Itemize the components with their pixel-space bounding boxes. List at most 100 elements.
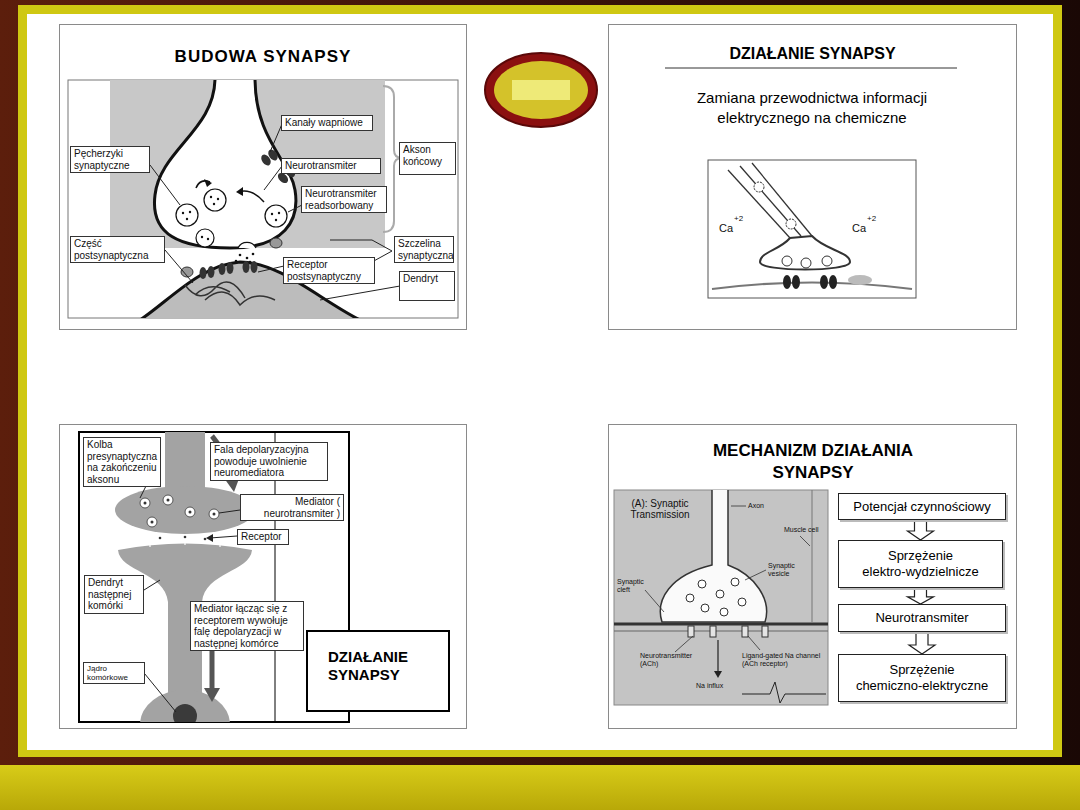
synaptic-transmission-art (686, 578, 746, 616)
synapse-neuron-art (144, 502, 147, 505)
synaptic-transmission-art (742, 626, 748, 637)
synapse-neuron-art (206, 534, 213, 542)
synapse-neuron-art (151, 521, 154, 524)
synapse-structure-art (68, 78, 458, 320)
synapse-action-art (754, 182, 832, 268)
synapse-neuron-art (184, 536, 187, 539)
synapse-action-art (782, 256, 792, 266)
synapse-structure-art (219, 263, 226, 275)
label-box: Dendryt następnej komórki (84, 575, 144, 614)
process-text: Sprzężenie chemiczno-elektryczne (843, 662, 1001, 693)
slide-background (18, 5, 1062, 757)
synapse-structure-art (320, 286, 400, 300)
synapse-neuron-art (60, 425, 467, 729)
synapse-structure-art (238, 242, 256, 248)
panel-title: DZIAŁANIE SYNAPSY (608, 44, 1017, 63)
synaptic-transmission-art (645, 590, 664, 612)
synapse-neuron-art (209, 509, 219, 519)
figure-label: Neurotransmitter (ACh) (640, 652, 702, 667)
synapse-neuron-art (144, 580, 160, 590)
synapse-neuron-art (217, 540, 223, 547)
synapse-structure-art (176, 204, 198, 226)
label-text: Receptor (241, 531, 285, 543)
figure-label: +2 (867, 215, 876, 224)
synapse-neuron-art (144, 499, 216, 541)
synaptic-transmission-art (717, 640, 718, 672)
figure-label: Synaptic vesicle (768, 562, 804, 577)
synapse-structure-art (258, 266, 284, 272)
synapse-structure-art (251, 261, 258, 273)
slide-panel: BUDOWA SYNAPSYKanały wapniowePęcherzyki … (59, 24, 467, 330)
label-text: Receptor postsynaptyczny (287, 259, 371, 282)
synapse-neuron-art (140, 668, 176, 712)
figure-label: (A): Synaptic Transmission (618, 498, 702, 520)
synapse-structure-art (227, 262, 234, 274)
synapse-neuron-art (147, 517, 157, 527)
label-box: Mediator łącząc się z receptorem wywołuj… (190, 601, 304, 651)
synapse-action-art (712, 283, 912, 290)
label-text: Neurotransmiter readsorbowany (305, 188, 383, 211)
synapse-structure-art (278, 212, 280, 214)
label-box: Część postsynaptyczna (70, 236, 165, 263)
synapse-neuron-art (165, 432, 205, 490)
synapse-action-art (848, 275, 872, 285)
synapse-structure-art (110, 80, 385, 318)
label-text: Dendryt (403, 273, 451, 285)
synapse-neuron-art (147, 540, 153, 547)
label-box: Receptor postsynaptyczny (283, 257, 375, 284)
synapse-structure-art (266, 148, 279, 162)
synapse-structure-art (246, 257, 249, 260)
panel-subtitle: Zamiana przewodnictwa informacji elektry… (662, 88, 962, 128)
synapse-action-art (783, 275, 837, 289)
synapse-neuron-art (167, 499, 170, 502)
synapse-neuron-art (140, 498, 150, 508)
synapse-structure-art (207, 238, 209, 240)
synapse-action-art (783, 275, 791, 289)
synapse-structure-art (186, 218, 188, 220)
word: czynnościowy (910, 499, 990, 514)
figure-label: Ca (852, 222, 866, 234)
synapse-structure-art (185, 282, 275, 305)
synapse-neuron-art (163, 495, 173, 505)
synapse-structure-art (150, 124, 400, 300)
synaptic-transmission-art (745, 570, 766, 580)
figure-label: Muscle cell (784, 526, 819, 534)
synaptic-transmission-art (614, 488, 828, 705)
synapse-structure-art (288, 205, 302, 212)
word: Sprzężenie (889, 662, 954, 677)
word: Potencjał (853, 499, 906, 514)
synapse-neuron-art (204, 538, 207, 541)
center-badge (485, 53, 597, 127)
synapse-structure-art (252, 253, 255, 256)
synapse-action-art (801, 258, 811, 268)
synapse-structure-art (204, 189, 226, 211)
synapse-neuron-art (140, 478, 240, 712)
slide-panel: DZIAŁANIE SYNAPSY Zamiana przewodnictwa i… (608, 24, 1017, 330)
synapse-action-art (820, 275, 828, 289)
center-badge (494, 61, 588, 119)
synapse-structure-art (182, 196, 280, 264)
panel-title: MECHANIZM DZIAŁANIA SYNAPSY (688, 440, 938, 484)
label-text: Fala depolaryzacyjna powoduje uwolnienie… (214, 444, 324, 479)
synaptic-transmission-art (714, 671, 722, 678)
synapse-neuron-art (159, 537, 162, 540)
synapse-action-art (728, 170, 790, 238)
synapse-structure-art (217, 198, 219, 200)
synapse-structure-art (189, 211, 191, 213)
synapse-structure-art (196, 229, 214, 247)
word: Neurotransmiter (875, 610, 968, 625)
process-box: Sprzężenie chemiczno-elektryczne (838, 654, 1006, 702)
word: chemiczno-elektryczne (856, 678, 988, 693)
synaptic-transmission-art (800, 536, 810, 546)
synapse-neuron-art (140, 495, 219, 527)
synapse-action-art (752, 163, 812, 236)
label-box: Szczelina synaptyczna (394, 236, 454, 263)
label-box: Fala depolaryzacyjna powoduje uwolnienie… (210, 442, 328, 481)
synaptic-transmission-art (762, 626, 768, 637)
block-arrow (908, 588, 934, 604)
label-text: Pęcherzyki synaptyczne (74, 148, 146, 171)
process-text: Neurotransmiter (875, 610, 968, 626)
